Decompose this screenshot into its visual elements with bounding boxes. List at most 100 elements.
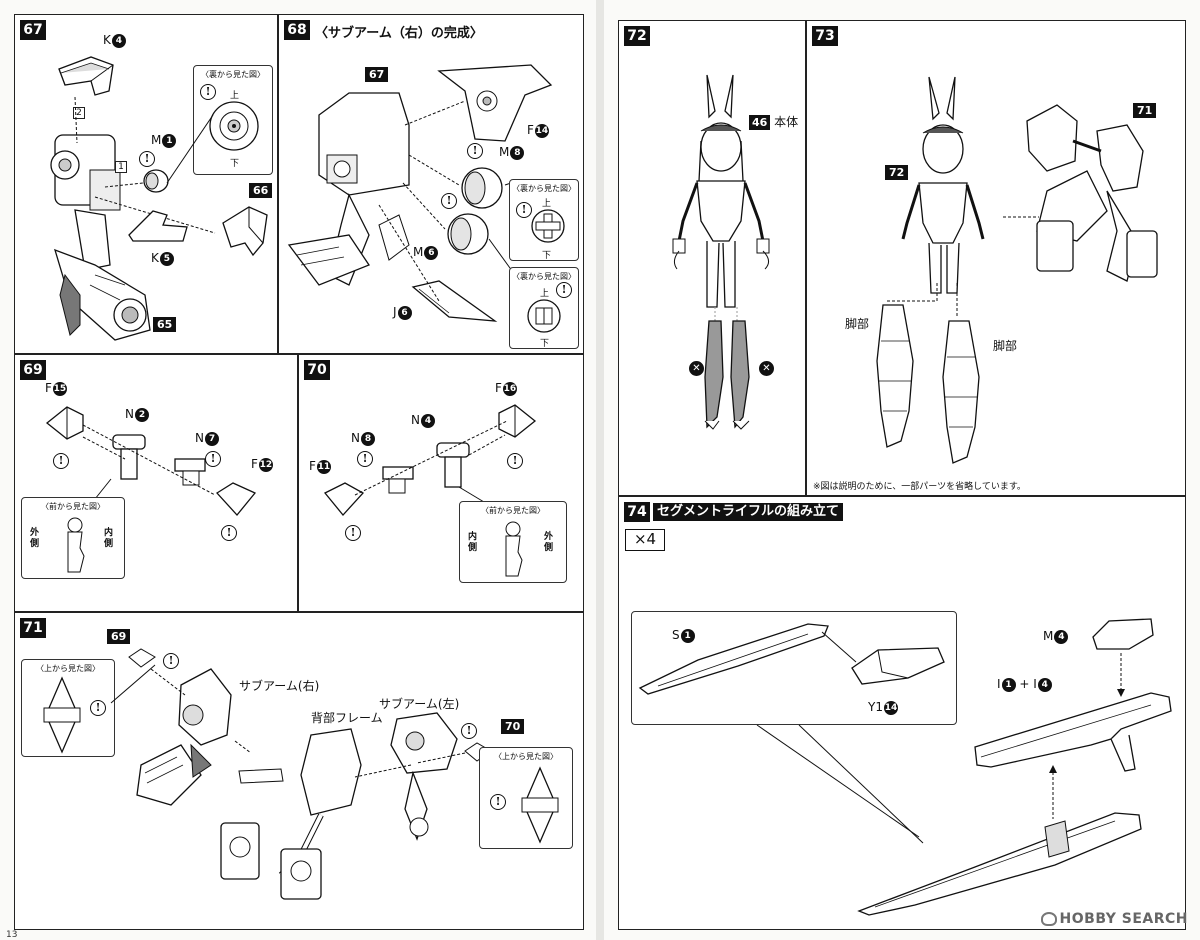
part-letter: N — [351, 431, 360, 445]
side-inner: 内側 — [104, 528, 114, 549]
watermark: HOBBY SEARCH — [1040, 911, 1188, 927]
figure-body-drawing — [672, 74, 770, 308]
part-s1-drawing — [638, 623, 829, 695]
reference-step-65: 65 — [153, 317, 177, 332]
caution-icon: ! — [163, 653, 179, 669]
part-letter: F — [45, 381, 52, 395]
side-outer: 外側 — [544, 532, 554, 553]
part-66-drawing — [222, 206, 268, 257]
part-letter: N — [195, 431, 204, 445]
part-letter: S — [672, 628, 680, 642]
part-k5-drawing — [128, 210, 188, 242]
step-number: 73 — [812, 26, 838, 46]
figure-body-drawing — [901, 76, 985, 294]
part-f16-drawing — [498, 404, 537, 438]
inset-rear-view: 〈裏から見た図〉 ! 上 下 — [193, 65, 273, 175]
label-sub-arm-left: サブアーム(左) — [379, 697, 460, 711]
back-frame-assembly-drawing — [1026, 104, 1158, 282]
part-number: 16 — [502, 381, 517, 396]
part-f12-drawing — [215, 482, 257, 516]
caution-icon: ! — [357, 451, 373, 467]
part-i-drawing — [974, 692, 1172, 772]
orientation-bottom: 下 — [540, 339, 550, 349]
caution-icon: ! — [461, 723, 477, 739]
rear-view-disc — [527, 299, 561, 333]
step-number: 74 — [624, 502, 650, 522]
part-y14-drawing — [851, 647, 945, 685]
part-f15-drawing — [45, 406, 84, 440]
caution-icon: ! — [200, 84, 216, 100]
caution-icon: ! — [516, 202, 532, 218]
part-m4-drawing — [1092, 618, 1154, 650]
sub-arm-left-drawing — [390, 712, 458, 841]
step-number: 71 — [20, 618, 46, 638]
leg-left-drawing — [876, 304, 914, 448]
connector-lines — [82, 424, 216, 500]
hobby-search-logo-icon — [1040, 912, 1057, 926]
part-number: 6 — [424, 245, 439, 260]
panel-step-73: 73 72 71 脚部 脚部 ※図は説明のために、一部パーツを省略しています。 — [806, 20, 1186, 496]
top-view-part — [521, 766, 559, 844]
label-sub-arm-right: サブアーム(右) — [239, 679, 320, 693]
caution-icon: ! — [507, 453, 523, 469]
inset-title: 〈前から見た図〉 — [481, 506, 545, 515]
inset-title: 〈裏から見た図〉 — [201, 70, 265, 79]
side-outer: 外側 — [30, 528, 40, 549]
part-letter: Y1 — [868, 700, 883, 714]
sub-arm-right-drawing — [287, 92, 410, 286]
reference-step-66: 66 — [249, 183, 273, 198]
part-j6-drawing — [411, 280, 498, 322]
part-letter: I — [1033, 677, 1037, 691]
caution-icon: ! — [441, 193, 457, 209]
part-number: 14 — [883, 700, 898, 715]
omission-note: ※図は説明のために、一部パーツを省略しています。 — [813, 482, 1026, 492]
label-back-frame: 背部フレーム — [311, 711, 383, 725]
step-number: 67 — [20, 20, 46, 40]
part-number: 4 — [1037, 677, 1052, 692]
order-marker-1: 1 — [115, 161, 127, 173]
orientation-top: 上 — [542, 199, 552, 209]
step-number: 68 — [284, 20, 310, 40]
inset-title: 〈裏から見た図〉 — [512, 272, 576, 281]
default-legs-drawing — [704, 320, 750, 430]
connector-line — [821, 631, 857, 663]
part-number: 12 — [258, 457, 273, 472]
panel-step-72: 72 46 本体 ✕ ✕ — [618, 20, 806, 496]
part-letter: F — [309, 459, 316, 473]
part-number: 4 — [1054, 629, 1069, 644]
reference-step-70: 70 — [501, 719, 525, 734]
part-number: 6 — [397, 305, 412, 320]
plus-sign: + — [1019, 677, 1030, 691]
inset-rear-view-m8: 〈裏から見た図〉 上 ! 下 — [509, 179, 579, 261]
step-title: 〈サブアーム（右）の完成〉 — [315, 26, 483, 41]
part-number: 1 — [680, 628, 695, 643]
top-view-part — [43, 676, 81, 754]
part-m1-drawing — [143, 169, 169, 193]
reference-step-69: 69 — [107, 629, 131, 644]
not-used-x-icon-right: ✕ — [759, 361, 774, 376]
caution-icon: ! — [467, 143, 483, 159]
order-marker-2: 2 — [73, 107, 85, 119]
orientation-top: 上 — [540, 289, 550, 299]
inset-front-view: 〈前から見た図〉 内側 外側 — [459, 501, 567, 583]
inset-front-view: 〈前から見た図〉 外側 内側 — [21, 497, 125, 579]
inset-top-view-right: 〈上から見た図〉 ! — [479, 747, 573, 849]
part-letter: N — [411, 413, 420, 427]
connector-lines — [887, 216, 1039, 317]
step-number: 70 — [304, 360, 330, 380]
part-n4-drawing — [436, 442, 470, 488]
body-text: 本体 — [774, 115, 799, 129]
